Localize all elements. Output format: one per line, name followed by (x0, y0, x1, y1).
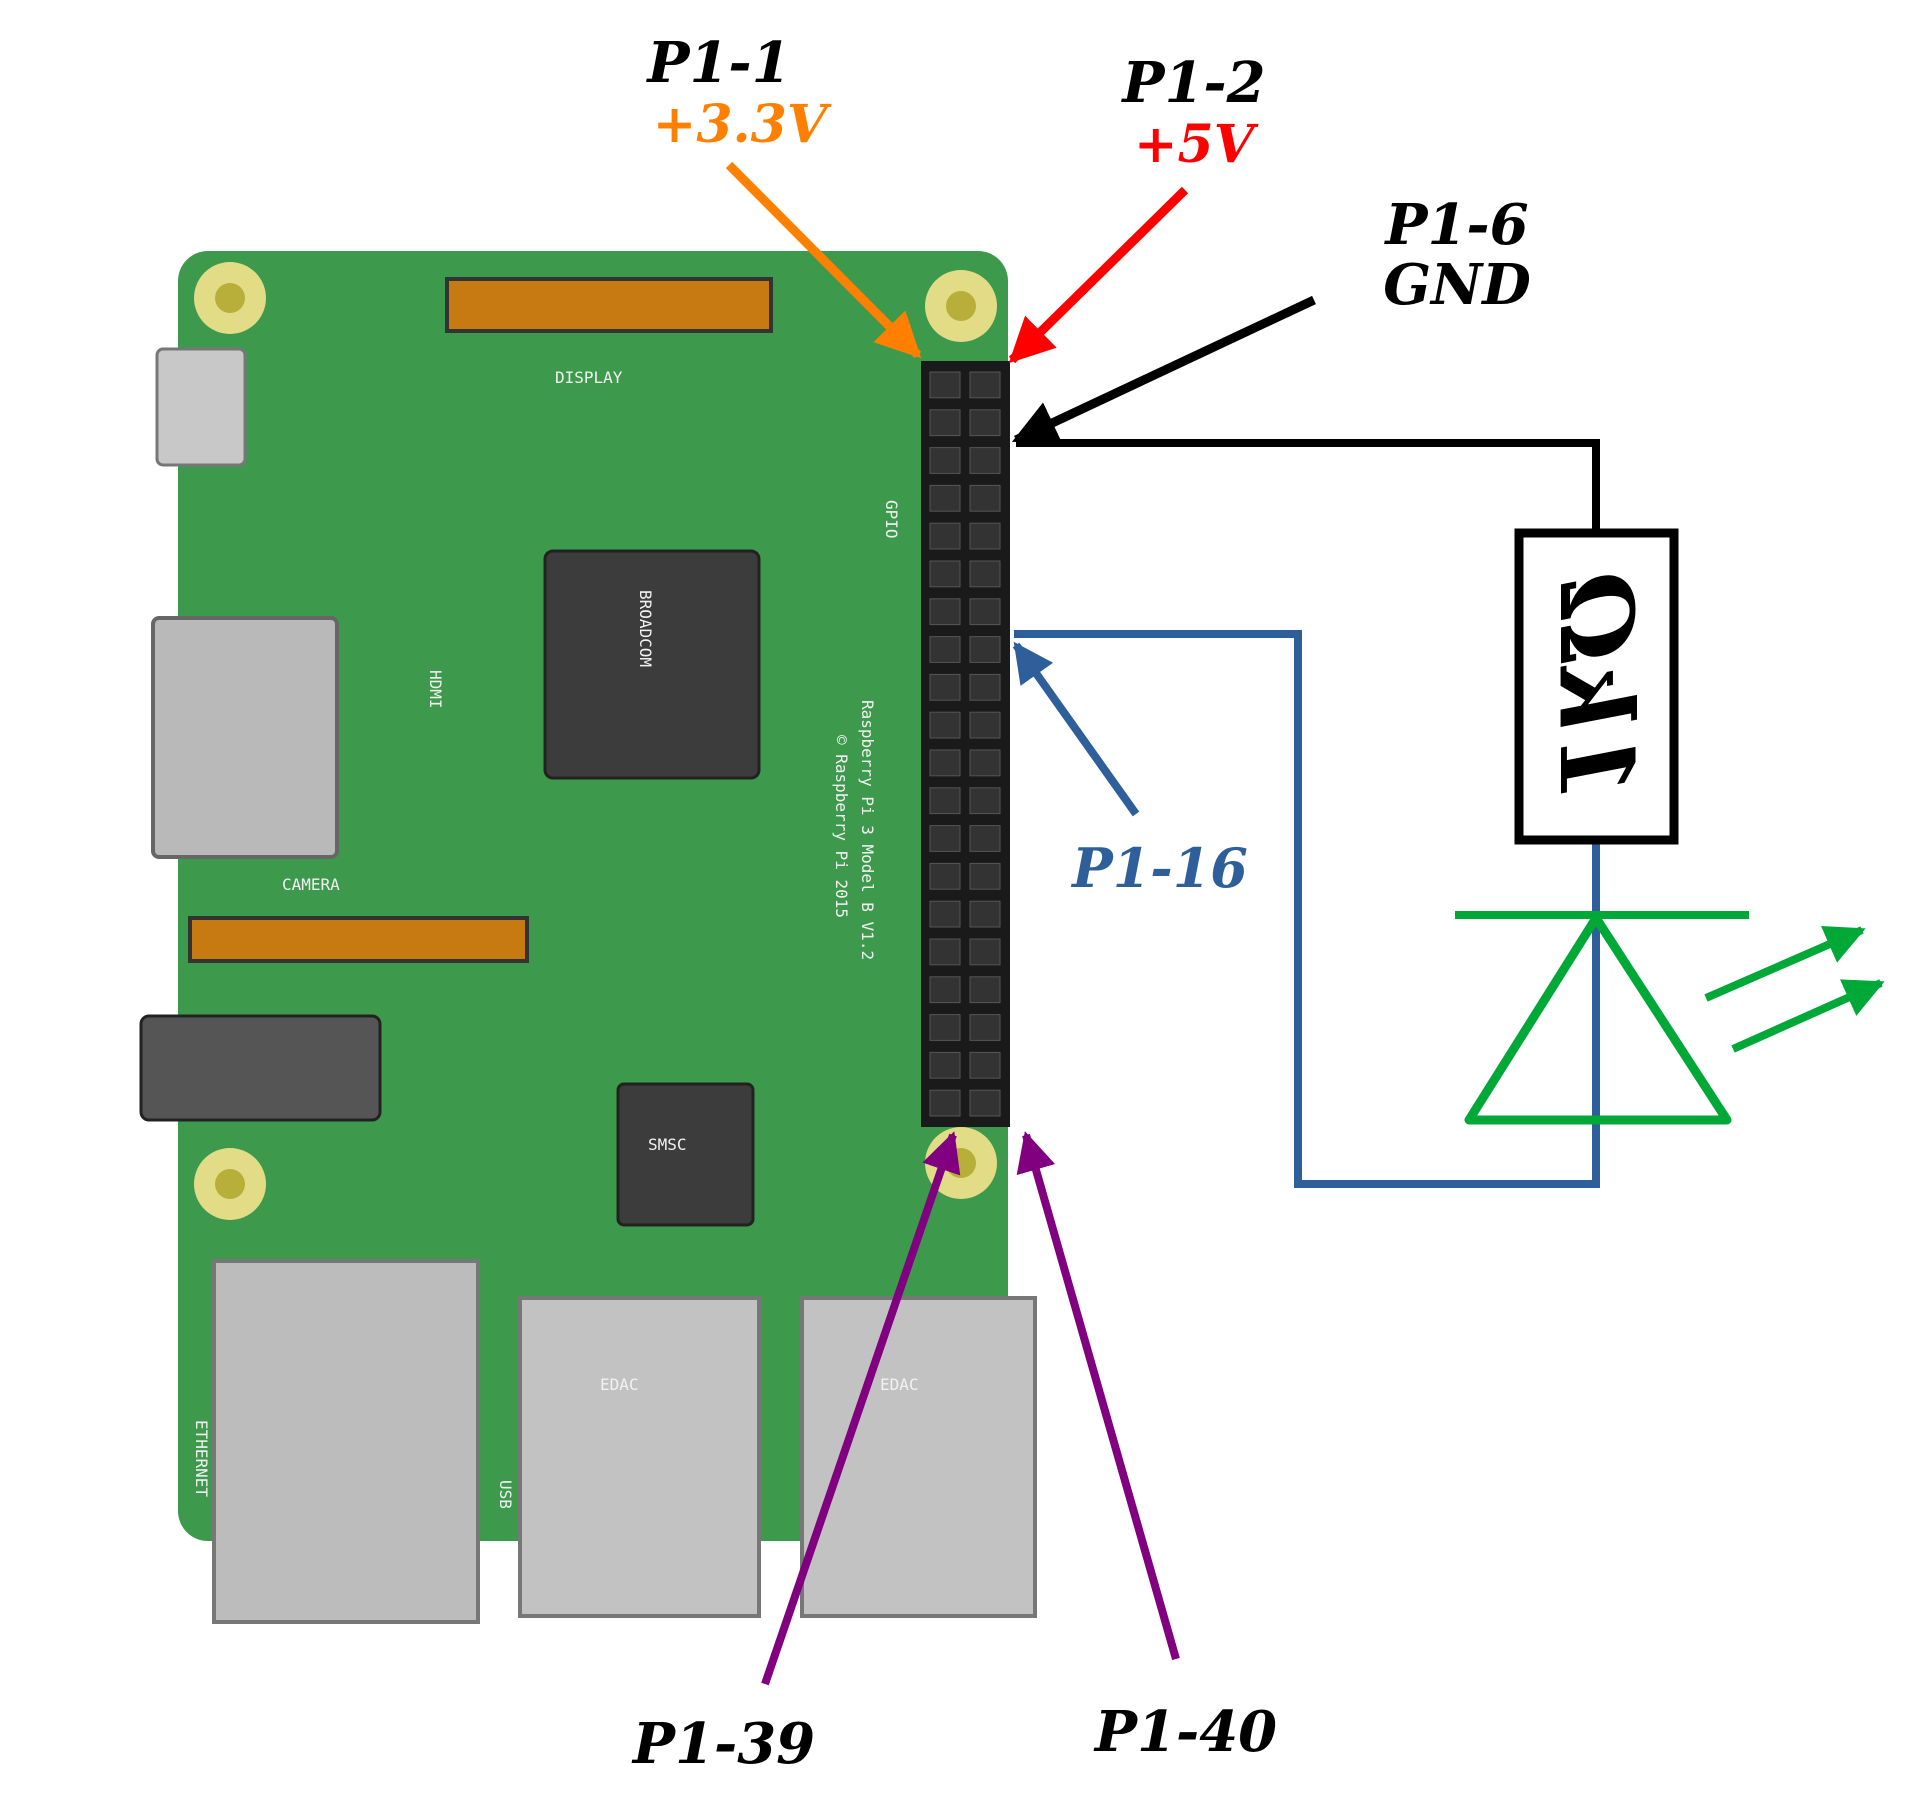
silk-display: DISPLAY (555, 368, 623, 387)
header-pin (969, 1051, 1001, 1079)
label-gnd: GND (1383, 252, 1531, 318)
header-pin (969, 711, 1001, 739)
usb-brand-1: EDAC (600, 1375, 639, 1394)
resistor-body (1514, 528, 1679, 845)
audio-jack (139, 1014, 382, 1122)
header-pin (929, 1051, 961, 1079)
header-pin (929, 484, 961, 512)
header-pin (969, 938, 1001, 966)
header-pin (929, 749, 961, 777)
header-pin (929, 673, 961, 701)
header-pin (929, 522, 961, 550)
header-pin (929, 862, 961, 890)
raspberry-pi-board: DISPLAY HDMI BROADCOM CAMERA SMSC Raspbe… (139, 251, 1037, 1624)
header-pin (929, 900, 961, 928)
pcb (178, 251, 1008, 1541)
header-pin (969, 484, 1001, 512)
led-triangle (1464, 913, 1732, 1125)
lan-chip (616, 1082, 755, 1227)
header-pin (969, 447, 1001, 474)
silk-camera: CAMERA (282, 875, 340, 894)
led-symbol (1455, 911, 1885, 1125)
header-pin (969, 371, 1001, 399)
silk-lan: SMSC (648, 1135, 687, 1154)
label-p1-40: P1-40 (1093, 1699, 1277, 1765)
usb-port-1 (518, 1296, 761, 1618)
p1-16-arrow (1012, 641, 1140, 817)
label-p1-2: P1-2 (1120, 50, 1265, 116)
micro-usb-port (155, 347, 247, 467)
label-p1-16: P1-16 (1070, 836, 1248, 900)
silk-usb: USB (496, 1480, 515, 1509)
camera-connector (188, 916, 529, 963)
header-pin (929, 598, 961, 626)
p1-6-arrow (1011, 295, 1316, 445)
gpio-header (921, 361, 1010, 1127)
header-body (921, 361, 1010, 1127)
header-pin (929, 825, 961, 852)
header-pin (969, 976, 1001, 1004)
header-pin (969, 862, 1001, 890)
silk-model: Raspberry Pi 3 Model B V1.2 (858, 700, 877, 960)
header-pin (929, 711, 961, 739)
label-p1-1: P1-1 (645, 30, 790, 96)
header-pin (929, 409, 961, 437)
silk-ethernet: ETHERNET (192, 1420, 211, 1497)
header-pin (929, 938, 961, 966)
gpio-wire (1014, 630, 1600, 1188)
usb-port-2 (800, 1296, 1037, 1618)
ethernet-port (212, 1259, 480, 1624)
display-connector (445, 277, 773, 333)
header-pin (929, 560, 961, 588)
header-pin (969, 825, 1001, 852)
label-p1-6: P1-6 (1383, 192, 1528, 258)
header-pin (969, 598, 1001, 626)
header-pin (969, 522, 1001, 550)
p1-40-arrow (1016, 1131, 1180, 1661)
silk-soc: BROADCOM (636, 590, 655, 667)
silk-hdmi: HDMI (426, 670, 445, 709)
silk-gpio: GPIO (882, 500, 901, 539)
label-3v3: +3.3V (653, 94, 832, 155)
header-pin (969, 900, 1001, 928)
header-pin (929, 636, 961, 663)
p1-1-arrow (725, 161, 922, 359)
p1-39-arrow (761, 1131, 961, 1686)
usb-brand-2: EDAC (880, 1375, 919, 1394)
header-pin (929, 447, 961, 474)
header-pin (929, 1014, 961, 1041)
silk-copyright: © Raspberry Pi 2015 (832, 735, 851, 918)
resistor: 1kΩ (1514, 528, 1679, 845)
label-5v: +5V (1134, 114, 1259, 175)
header-pin (929, 371, 961, 399)
p1-2-arrow (1008, 186, 1189, 364)
label-p1-39: P1-39 (631, 1711, 815, 1777)
header-pin (969, 636, 1001, 663)
light-emission-arrow (1731, 979, 1885, 1053)
header-pin (929, 1089, 961, 1117)
header-pin (969, 409, 1001, 437)
header-pin (969, 673, 1001, 701)
header-pin (969, 560, 1001, 588)
resistor-value: 1kΩ (1537, 572, 1655, 800)
header-pin (969, 1089, 1001, 1117)
light-emission-arrow (1704, 926, 1866, 1002)
header-pin (969, 787, 1001, 815)
hdmi-port (151, 616, 339, 859)
soc-chip (543, 549, 761, 780)
header-pin (929, 787, 961, 815)
header-pin (929, 976, 961, 1004)
gnd-wire (1016, 439, 1600, 533)
header-pin (969, 749, 1001, 777)
header-pin (969, 1014, 1001, 1041)
